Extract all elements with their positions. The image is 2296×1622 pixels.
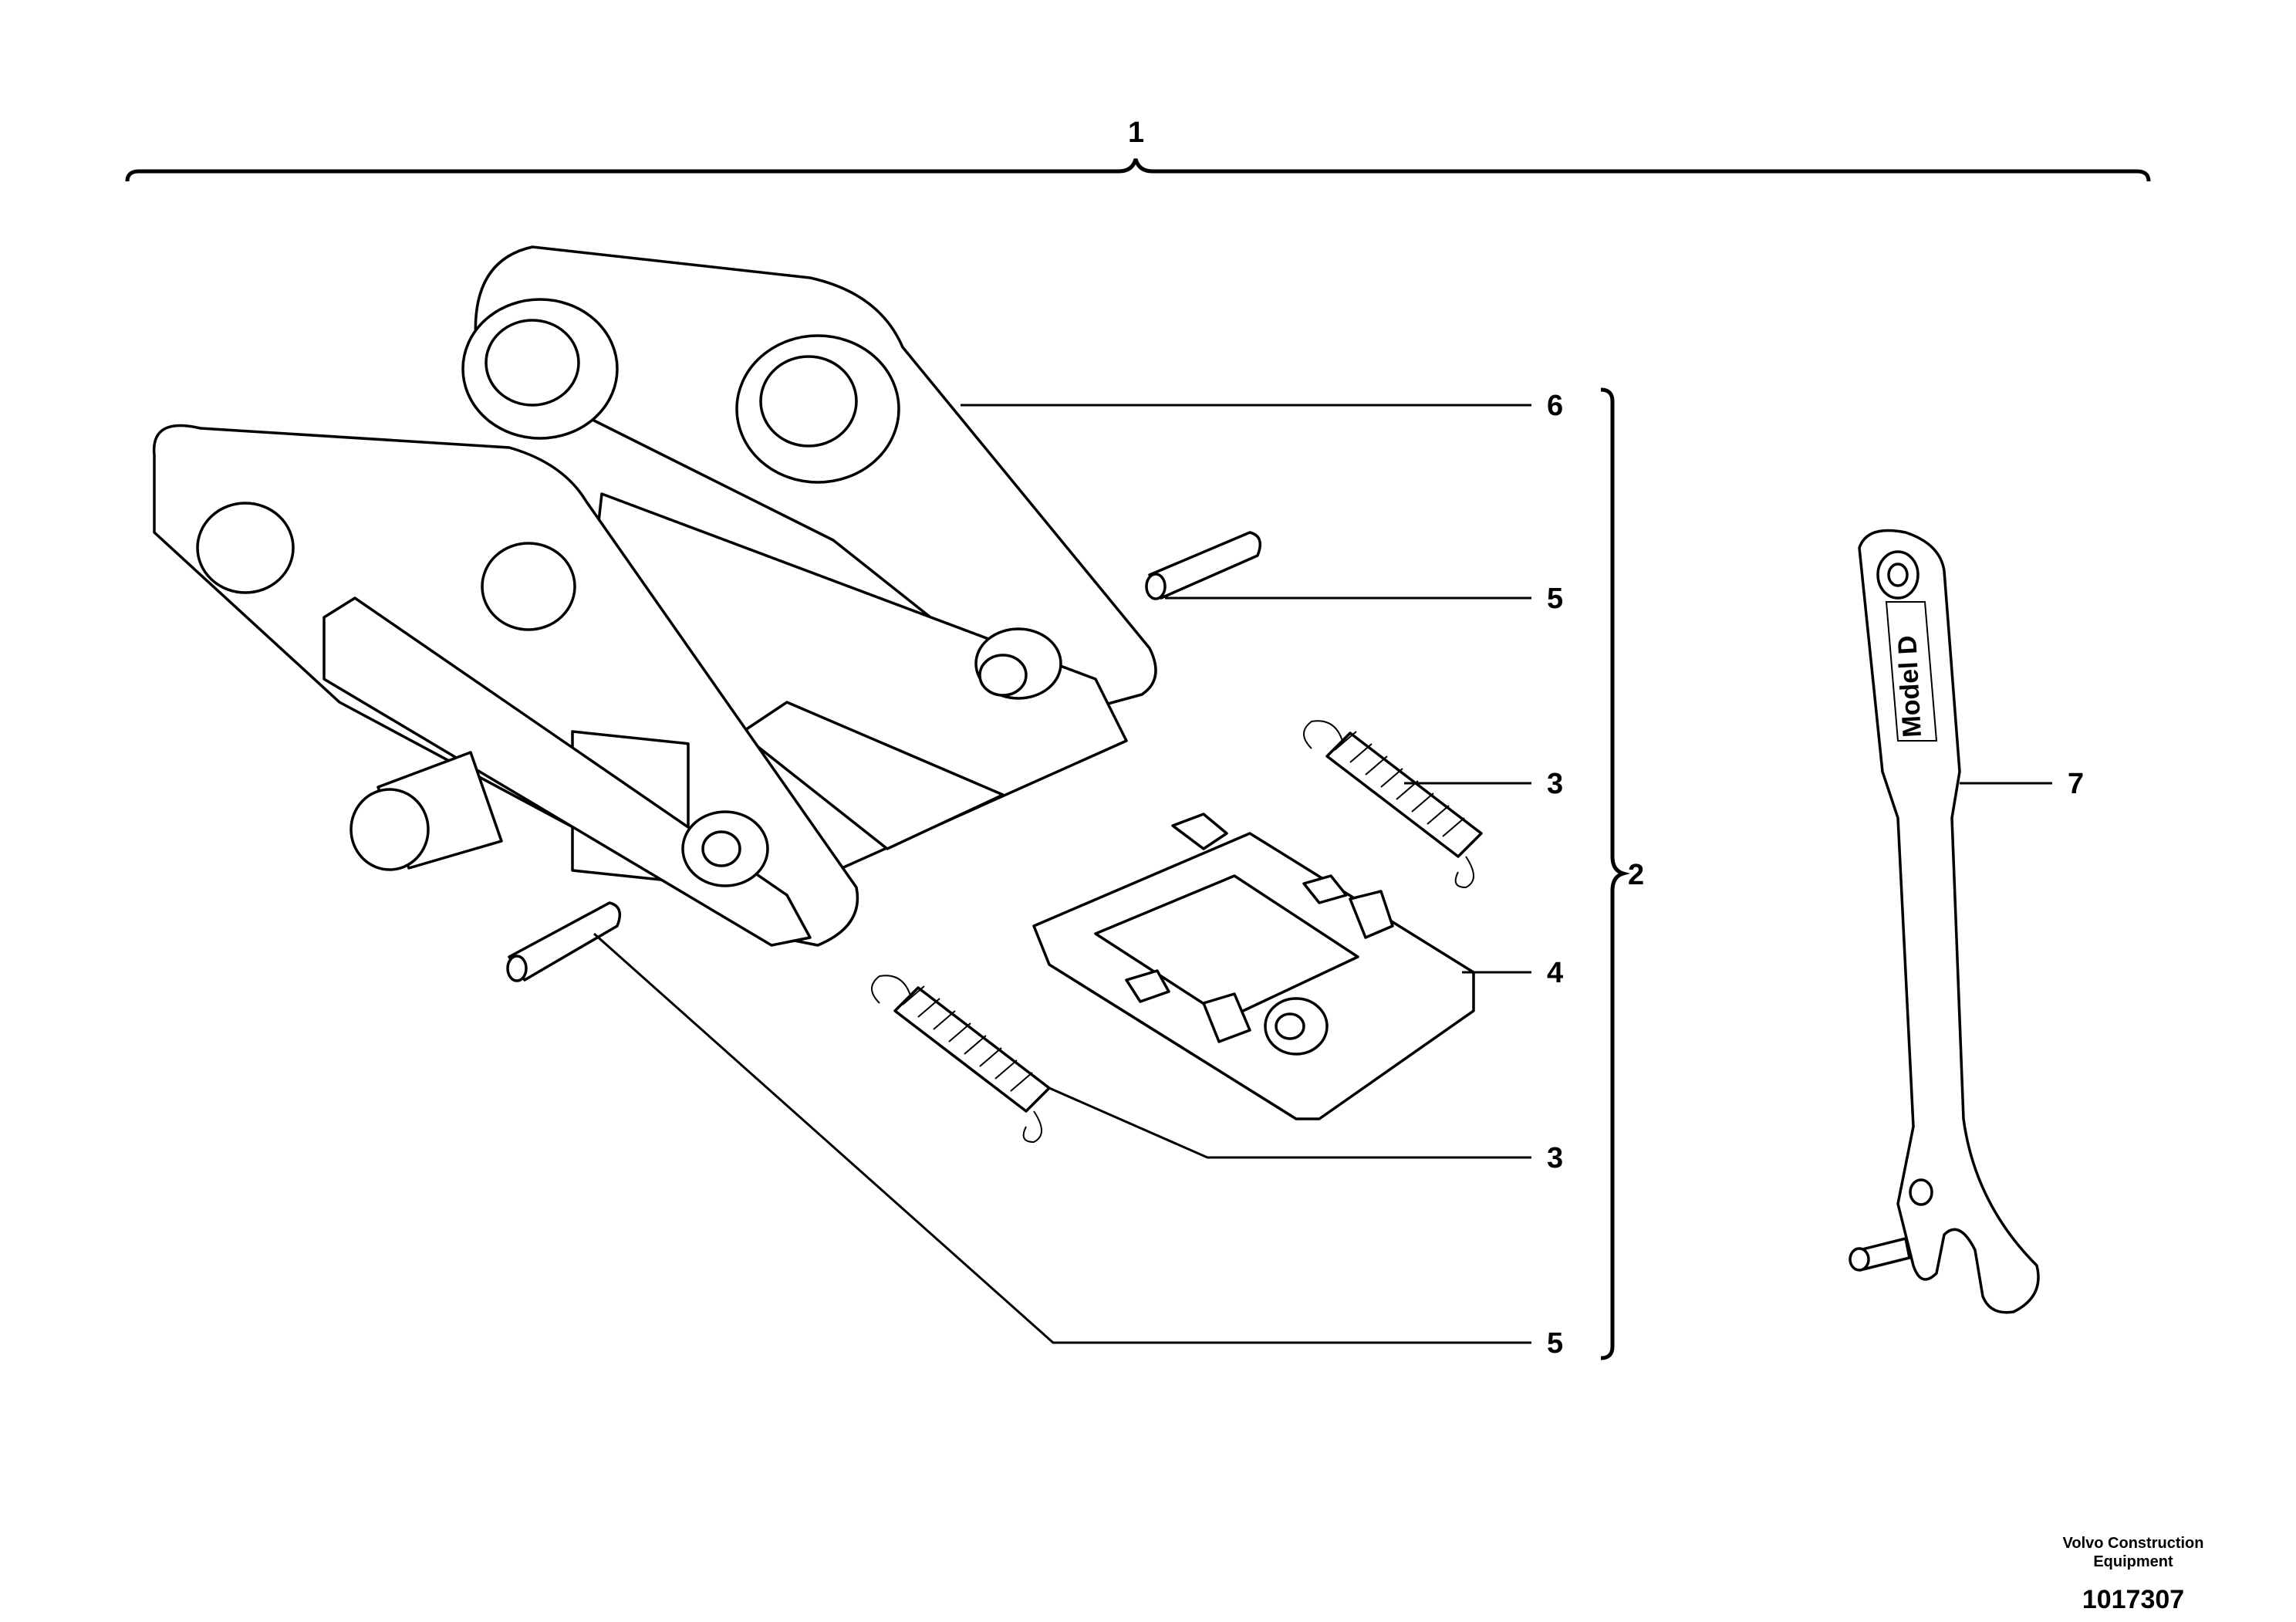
tool-engraving: Model D [1893,635,1927,738]
callout-3-lower: 3 [1547,1142,1563,1174]
reference-number: 1017307 [2082,1585,2184,1614]
callout-3-upper: 3 [1547,768,1563,800]
callout-5-upper: 5 [1547,583,1563,615]
brand-line-2: Equipment [2093,1553,2173,1570]
callout-7: 7 [2068,768,2084,800]
roll-pin-upper [1145,531,1262,600]
callout-5-lower: 5 [1547,1327,1563,1360]
brace-item-2 [1600,387,1631,1360]
leader-5-lower [593,932,1531,1344]
callout-1: 1 [1128,117,1144,149]
brace-item-1 [125,158,2151,182]
locking-latch-plate [1032,813,1475,1120]
callout-4: 4 [1547,957,1563,989]
quick-coupler-body [152,245,1157,947]
callout-6: 6 [1547,390,1563,422]
brand-line-1: Volvo Construction [2063,1535,2204,1552]
callout-2: 2 [1628,859,1644,891]
spring-upper [1303,720,1483,889]
release-tool: Model D [1849,529,2040,1314]
spring-lower [871,975,1051,1144]
roll-pin-lower [506,901,622,982]
leader-3-lower [1048,1086,1531,1159]
